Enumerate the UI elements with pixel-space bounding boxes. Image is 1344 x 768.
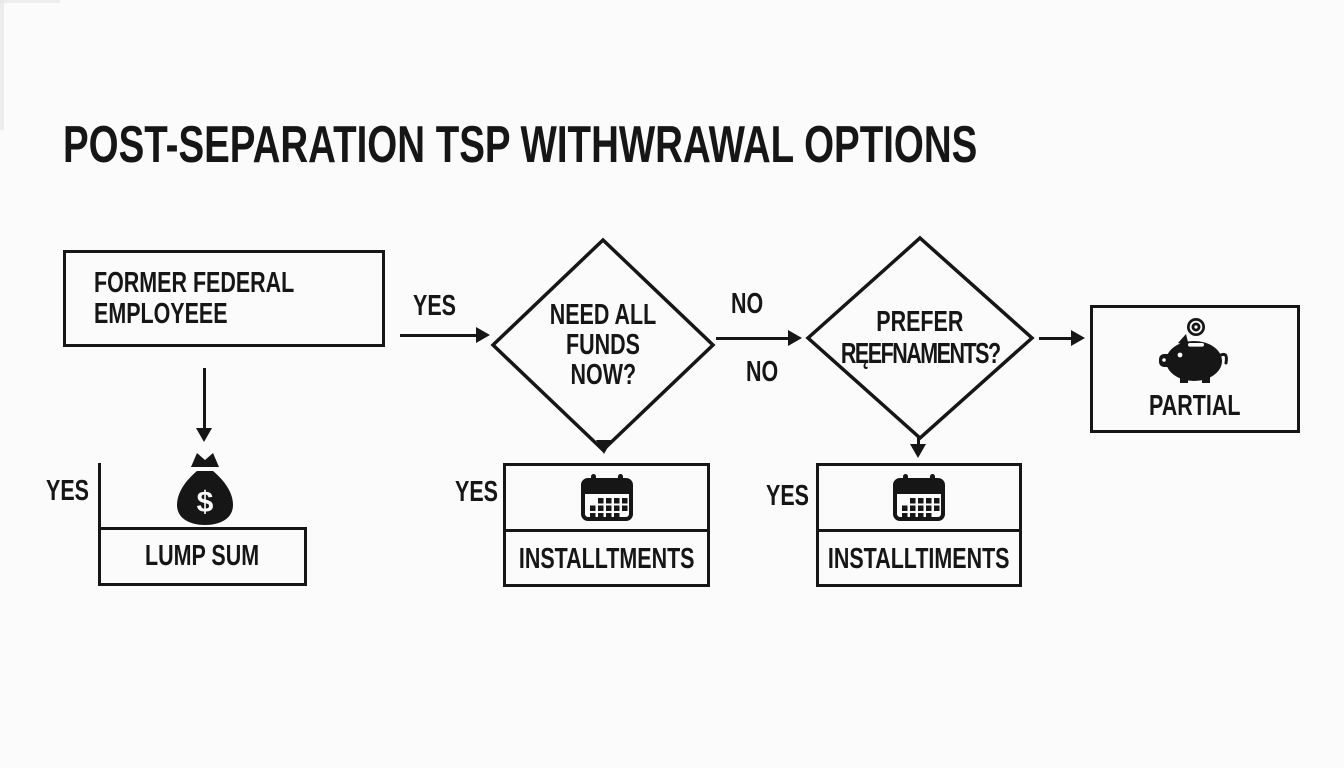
- lump-sum-branch-line: [98, 463, 101, 529]
- edge-label-no-top: NO: [731, 288, 775, 321]
- partial-label: PARTIAL: [1149, 389, 1241, 422]
- arrow-shaft: [917, 436, 920, 446]
- edge-label-yes-1: YES: [413, 290, 471, 323]
- edge-label-no-top-text: NO: [731, 288, 764, 320]
- scan-artifact-left: [0, 0, 4, 130]
- edge-label-yes-inst1: YES: [455, 476, 513, 509]
- node-need-all-funds-now: NEED ALL FUNDS NOW?: [489, 236, 717, 454]
- node-prefer-payments: PREFER RĘEFNAMENTS?: [804, 234, 1036, 442]
- arrow-head: [1071, 330, 1085, 346]
- money-bag-icon: $: [177, 453, 233, 525]
- edge-label-no-bottom: NO: [746, 356, 790, 389]
- installments-second-icon-cell: [819, 466, 1019, 532]
- installments-second-label: INSTALLTIMENTS: [828, 543, 1010, 575]
- node-installments-second: INSTALLTIMENTS: [816, 463, 1022, 587]
- node-partial-content: PARTIAL: [1090, 305, 1300, 433]
- node-former-federal-employee: [63, 250, 385, 347]
- edge-label-yes-inst1-text: YES: [455, 476, 498, 508]
- need-funds-line1: NEED ALL: [549, 299, 657, 331]
- arrow-head: [788, 330, 802, 346]
- calendar-icon: [580, 473, 633, 521]
- arrow-shaft: [400, 334, 478, 337]
- need-funds-line2: FUNDS: [566, 329, 640, 361]
- installments-first-label: INSTALLTMENTS: [518, 543, 695, 575]
- need-funds-line3: NOW?: [570, 359, 636, 391]
- edge-label-yes-1-text: YES: [413, 290, 456, 322]
- scan-artifact-top: [0, 0, 60, 3]
- lump-sum-label: LUMP SUM: [145, 540, 260, 572]
- edge-label-yes-lump-text: YES: [46, 475, 89, 507]
- prefer-line1: PREFER: [876, 306, 964, 338]
- piggy-bank-icon: [1159, 317, 1228, 383]
- arrow-head: [196, 428, 212, 442]
- svg-text:$: $: [197, 486, 214, 519]
- calendar-icon: [893, 473, 945, 521]
- node-lump-sum: LUMP SUM: [98, 527, 307, 586]
- installments-first-icon-cell: [506, 466, 707, 532]
- node-installments-first: INSTALLTMENTS: [503, 463, 710, 587]
- arrow-head: [476, 327, 490, 343]
- arrow-need-funds-down-head: [596, 440, 612, 454]
- arrow-head: [910, 444, 926, 458]
- arrow-shaft: [1039, 337, 1073, 340]
- prefer-line2: RĘEFNAMENTS?: [840, 338, 1001, 370]
- installments-second-label-cell: INSTALLTIMENTS: [819, 532, 1019, 587]
- edge-label-no-bottom-text: NO: [746, 356, 779, 388]
- node-former-federal-employee-text: FORMER FEDERAL EMPLOYEEE: [63, 250, 385, 347]
- diamond-prefer-payments-shape: [805, 235, 1035, 441]
- employee-line2: EMPLOYEEE: [94, 297, 228, 330]
- employee-line1: FORMER FEDERAL: [94, 266, 295, 299]
- installments-first-label-cell: INSTALLTMENTS: [506, 532, 707, 587]
- arrow-shaft: [203, 368, 206, 430]
- edge-label-yes-inst2-text: YES: [766, 480, 809, 512]
- page-title-text: POST-SEPARATION TSP WITHWRAWAL OPTIONS: [63, 116, 978, 174]
- page-title: POST-SEPARATION TSP WITHWRAWAL OPTIONS: [63, 118, 1299, 173]
- arrow-shaft: [716, 337, 790, 340]
- edge-label-yes-lump: YES: [46, 475, 104, 508]
- edge-label-yes-inst2: YES: [766, 480, 824, 513]
